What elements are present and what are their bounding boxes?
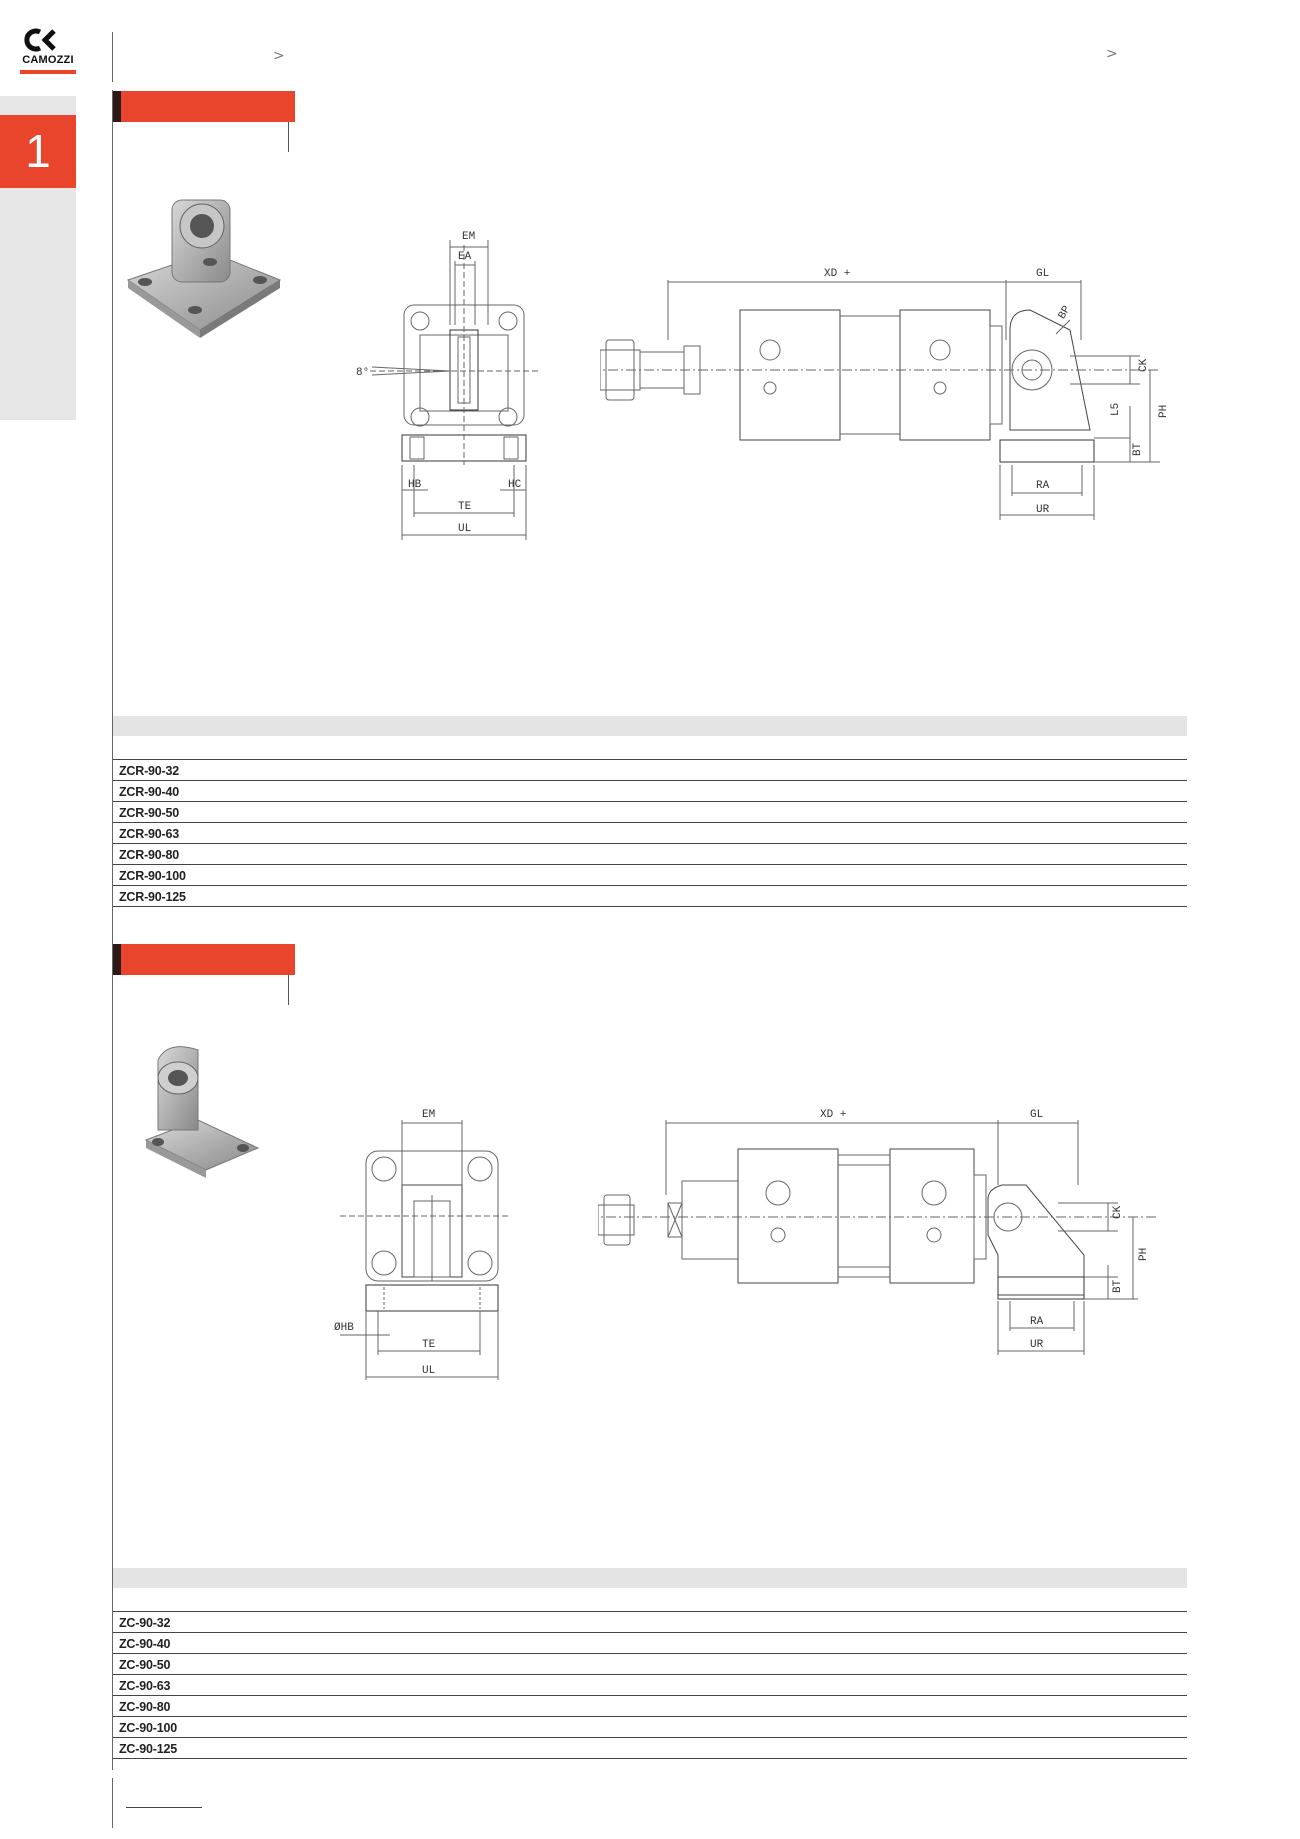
table-row: ZC-90-50 [113, 1654, 1187, 1675]
label-bt: BT [1132, 442, 1144, 456]
label-ra: RA [1036, 480, 1050, 492]
side-tab-marker [0, 115, 76, 188]
footer-rule [112, 1778, 113, 1828]
table-header [113, 716, 1187, 736]
label-hb: ØHB [334, 1322, 354, 1334]
pivot-bracket-photo-2 [144, 1046, 260, 1178]
drawing-side-view-zc: XD + GL CK PH BT RA UR [598, 1109, 1158, 1355]
table-row: ZC-90-40 [113, 1633, 1187, 1654]
brand-name: CAMOZZI [22, 54, 74, 66]
pivot-bracket-photo [126, 199, 282, 338]
table-row: ZCR-90-50 [113, 802, 1187, 823]
label-ur: UR [1030, 1339, 1044, 1351]
table-row: ZCR-90-32 [113, 760, 1187, 781]
table-row: ZCR-90-63 [113, 823, 1187, 844]
label-em: EM [462, 231, 475, 243]
table-row: ZC-90-63 [113, 1675, 1187, 1696]
table-row: ZC-90-80 [113, 1696, 1187, 1717]
label-te: TE [422, 1339, 436, 1351]
table-subheader [113, 1588, 1187, 1612]
drawing-side-view-zcr: XD + GL BP CK L5 PH BT RA UR [600, 268, 1170, 520]
table-header [113, 1568, 1187, 1588]
section-header-bar-zcr [113, 91, 295, 122]
table-row: ZCR-90-100 [113, 865, 1187, 886]
drawing-front-view-zc: EM ØHB TE UL [334, 1109, 510, 1380]
label-hb: HB [408, 479, 422, 491]
label-te: TE [458, 501, 472, 513]
label-ck: CK [1112, 1205, 1124, 1219]
label-gl: GL [1036, 268, 1049, 280]
label-ck: CK [1138, 358, 1150, 372]
label-hc: HC [508, 479, 522, 491]
camozzi-logo: CAMOZZI [18, 28, 78, 78]
label-xd: XD + [820, 1109, 846, 1121]
table-zc: ZC-90-32 ZC-90-40 ZC-90-50 ZC-90-63 ZC-9… [113, 1568, 1187, 1759]
camozzi-mark-icon [24, 28, 56, 52]
side-tab-number: 1 [25, 125, 51, 177]
table-row: ZCR-90-125 [113, 886, 1187, 907]
footer-line [126, 1807, 202, 1808]
label-gl: GL [1030, 1109, 1043, 1121]
label-bp: BP [1057, 304, 1074, 322]
header-marker-right: > [1106, 46, 1118, 62]
label-ul: UL [458, 523, 471, 535]
table-row: ZC-90-32 [113, 1612, 1187, 1633]
label-l5: L5 [1110, 403, 1122, 416]
table-row: ZC-90-125 [113, 1738, 1187, 1759]
section-header-tick [288, 122, 289, 152]
header-rule [112, 32, 113, 82]
section-header-bar-zc [113, 944, 295, 975]
label-xd: XD + [824, 268, 850, 280]
label-ph: PH [1138, 1248, 1150, 1261]
content-rule [112, 90, 113, 1770]
label-ea: EA [458, 251, 472, 263]
table-zcr: ZCR-90-32 ZCR-90-40 ZCR-90-50 ZCR-90-63 … [113, 716, 1187, 907]
table-subheader [113, 736, 1187, 760]
label-angle: 8° [356, 367, 369, 379]
section-header-tick [288, 975, 289, 1005]
brand-bar [20, 70, 76, 74]
drawing-front-view-zcr: EM EA 8° HB HC TE UL [356, 231, 540, 540]
label-ul: UL [422, 1365, 435, 1377]
label-ra: RA [1030, 1316, 1044, 1328]
label-ph: PH [1158, 405, 1170, 418]
table-row: ZCR-90-40 [113, 781, 1187, 802]
header-marker-left: > [273, 48, 285, 64]
label-bt: BT [1112, 1279, 1124, 1293]
label-em: EM [422, 1109, 435, 1121]
table-row: ZC-90-100 [113, 1717, 1187, 1738]
table-row: ZCR-90-80 [113, 844, 1187, 865]
label-ur: UR [1036, 504, 1050, 516]
